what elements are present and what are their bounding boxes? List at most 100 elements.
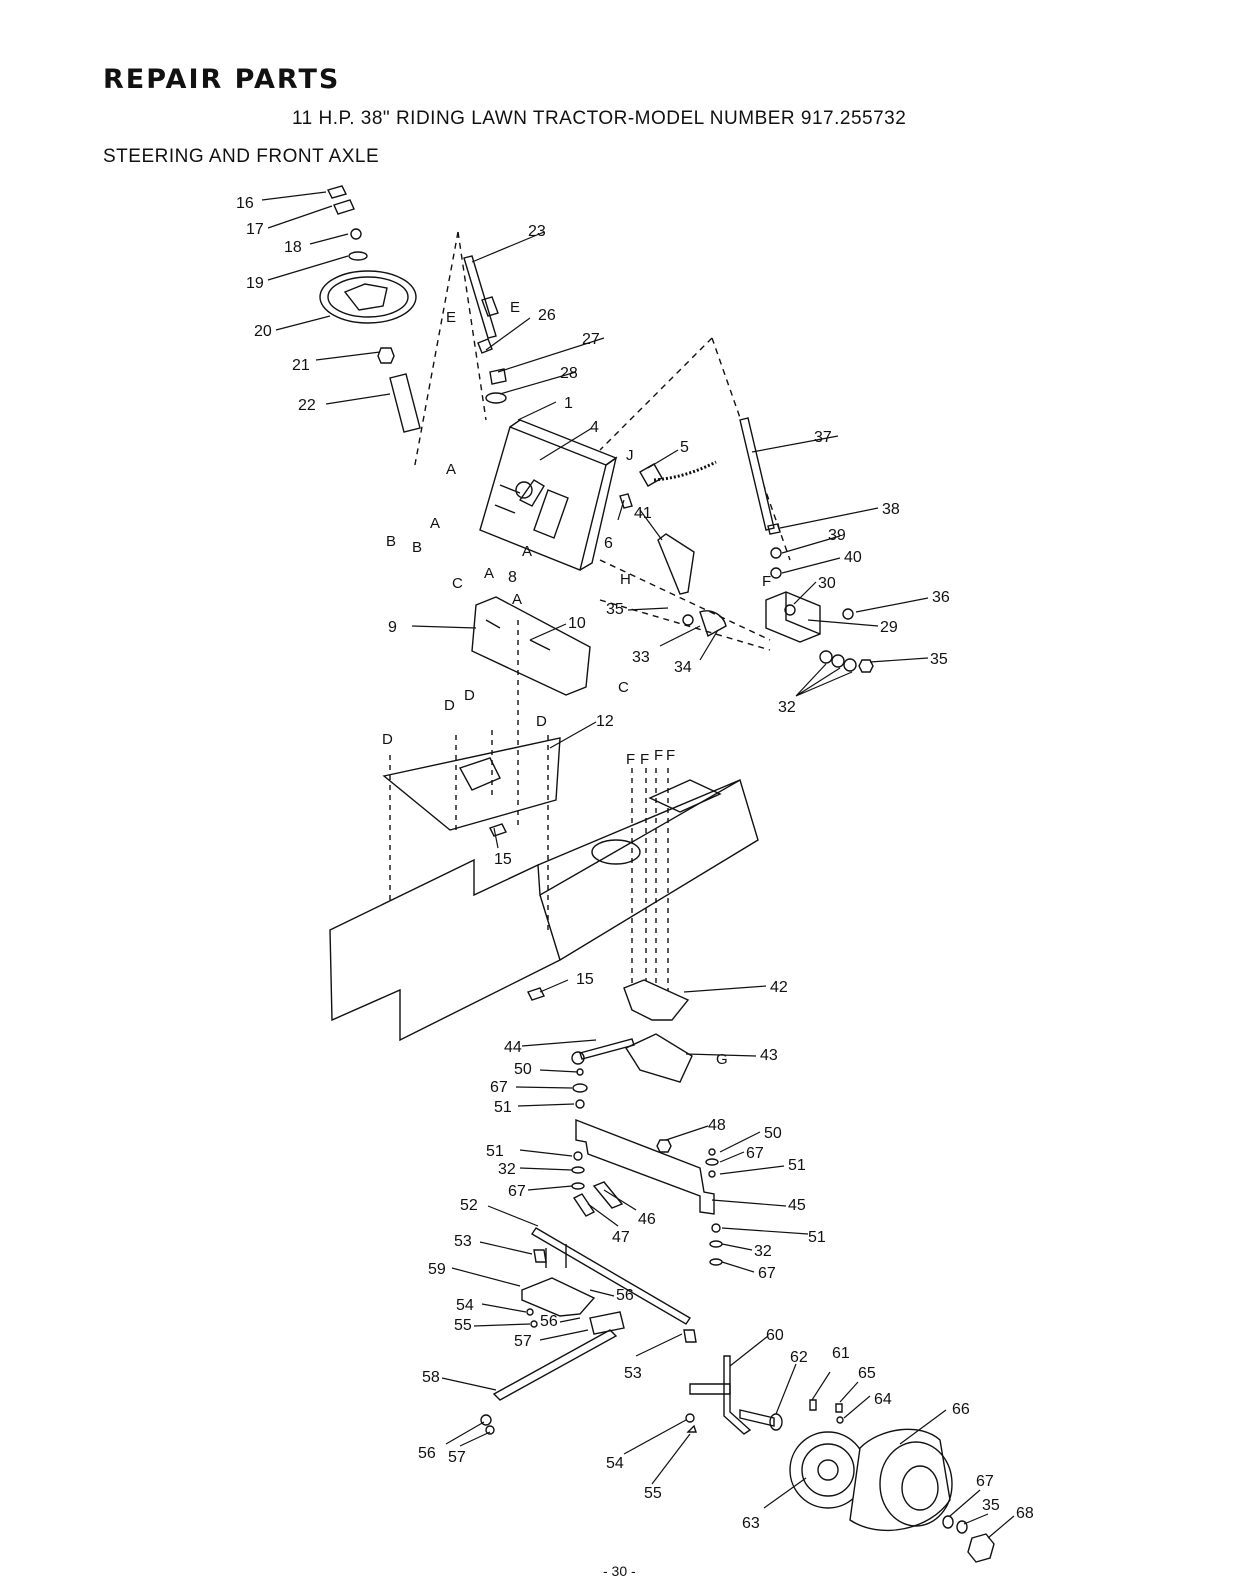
svg-text:38: 38: [882, 501, 900, 518]
svg-text:50: 50: [764, 1125, 782, 1142]
svg-text:67: 67: [976, 1473, 994, 1490]
svg-text:32: 32: [754, 1243, 772, 1260]
svg-text:58: 58: [422, 1369, 440, 1386]
svg-text:B: B: [412, 539, 422, 556]
svg-text:39: 39: [828, 527, 846, 544]
svg-text:67: 67: [758, 1265, 776, 1282]
svg-text:30: 30: [818, 575, 836, 592]
svg-text:62: 62: [790, 1349, 808, 1366]
svg-text:52: 52: [460, 1197, 478, 1214]
svg-text:43: 43: [760, 1047, 778, 1064]
svg-text:59: 59: [428, 1261, 446, 1278]
part-19-washer: [348, 251, 368, 261]
svg-text:18: 18: [284, 239, 302, 256]
part-45-front-axle: [575, 1118, 715, 1215]
svg-text:42: 42: [770, 979, 788, 996]
svg-text:55: 55: [644, 1485, 662, 1502]
part-59-left-spindle-arm: [521, 1277, 596, 1317]
svg-text:48: 48: [708, 1117, 726, 1134]
svg-text:15: 15: [576, 971, 594, 988]
svg-text:51: 51: [788, 1157, 806, 1174]
svg-text:F: F: [654, 747, 663, 764]
svg-text:8: 8: [508, 569, 517, 586]
svg-text:27: 27: [582, 331, 600, 348]
page-title: REPAIR PARTS: [103, 64, 341, 95]
part-17-emblem: [333, 199, 355, 215]
part-22-sleeve: [389, 373, 421, 433]
part-68-hub-cap: [967, 1533, 995, 1563]
svg-text:23: 23: [528, 223, 546, 240]
part-5-ignition: [639, 463, 663, 487]
part-33-sector-gear: [699, 610, 727, 638]
part-60-right-spindle: [723, 1355, 752, 1435]
svg-text:32: 32: [498, 1161, 516, 1178]
svg-text:28: 28: [560, 365, 578, 382]
svg-text:F: F: [762, 573, 771, 590]
svg-text:55: 55: [454, 1317, 472, 1334]
svg-text:34: 34: [674, 659, 692, 676]
svg-text:15: 15: [494, 851, 512, 868]
svg-text:53: 53: [454, 1233, 472, 1250]
svg-text:67: 67: [508, 1183, 526, 1200]
part-20-steering-wheel: [319, 270, 417, 324]
part-42-axle-bracket: [623, 979, 690, 1021]
svg-text:45: 45: [788, 1197, 806, 1214]
svg-text:6: 6: [604, 535, 613, 552]
svg-text:61: 61: [832, 1345, 850, 1362]
part-66-tire: [849, 1428, 951, 1532]
svg-text:9: 9: [388, 619, 397, 636]
svg-text:29: 29: [880, 619, 898, 636]
svg-text:33: 33: [632, 649, 650, 666]
svg-text:F: F: [626, 751, 635, 768]
svg-text:35: 35: [930, 651, 948, 668]
svg-text:B: B: [386, 533, 396, 550]
svg-text:G: G: [716, 1051, 728, 1068]
svg-text:F: F: [640, 751, 649, 768]
svg-text:4: 4: [590, 419, 599, 436]
svg-text:J: J: [626, 447, 634, 464]
svg-text:37: 37: [814, 429, 832, 446]
svg-text:A: A: [484, 565, 494, 582]
svg-text:35: 35: [606, 601, 624, 618]
svg-text:10: 10: [568, 615, 586, 632]
part-23-steering-shaft: [463, 255, 497, 339]
svg-text:D: D: [444, 697, 455, 714]
svg-text:C: C: [618, 679, 629, 696]
svg-text:5: 5: [680, 439, 689, 456]
svg-text:44: 44: [504, 1039, 522, 1056]
page-number: - 30 -: [603, 1563, 636, 1579]
svg-text:12: 12: [596, 713, 614, 730]
svg-text:56: 56: [616, 1287, 634, 1304]
part-21-adapter: [377, 347, 395, 364]
svg-text:67: 67: [490, 1079, 508, 1096]
svg-text:35: 35: [982, 1497, 1000, 1514]
part-43-plate: [624, 1033, 693, 1083]
svg-text:64: 64: [874, 1391, 892, 1408]
svg-text:51: 51: [486, 1143, 504, 1160]
svg-text:54: 54: [456, 1297, 474, 1314]
svg-text:66: 66: [952, 1401, 970, 1418]
svg-text:57: 57: [514, 1333, 532, 1350]
svg-text:F: F: [666, 747, 675, 764]
svg-text:51: 51: [808, 1229, 826, 1246]
section-title: STEERING AND FRONT AXLE: [103, 146, 380, 167]
svg-text:1: 1: [564, 395, 573, 412]
part-1-dash-console: [479, 426, 607, 571]
svg-text:A: A: [446, 461, 456, 478]
svg-text:17: 17: [246, 221, 264, 238]
svg-text:54: 54: [606, 1455, 624, 1472]
part-41-pitman-arm: [657, 533, 695, 595]
svg-text:A: A: [512, 591, 522, 608]
part-58-left-spindle: [492, 1329, 618, 1401]
svg-text:67: 67: [746, 1145, 764, 1162]
part-9-support-bracket: [471, 596, 591, 696]
svg-text:32: 32: [778, 699, 796, 716]
svg-text:26: 26: [538, 307, 556, 324]
part-37-drag-link: [739, 417, 775, 531]
svg-text:16: 16: [236, 195, 254, 212]
svg-text:20: 20: [254, 323, 272, 340]
svg-text:51: 51: [494, 1099, 512, 1116]
model-line: 11 H.P. 38" RIDING LAWN TRACTOR-MODEL NU…: [292, 108, 907, 129]
